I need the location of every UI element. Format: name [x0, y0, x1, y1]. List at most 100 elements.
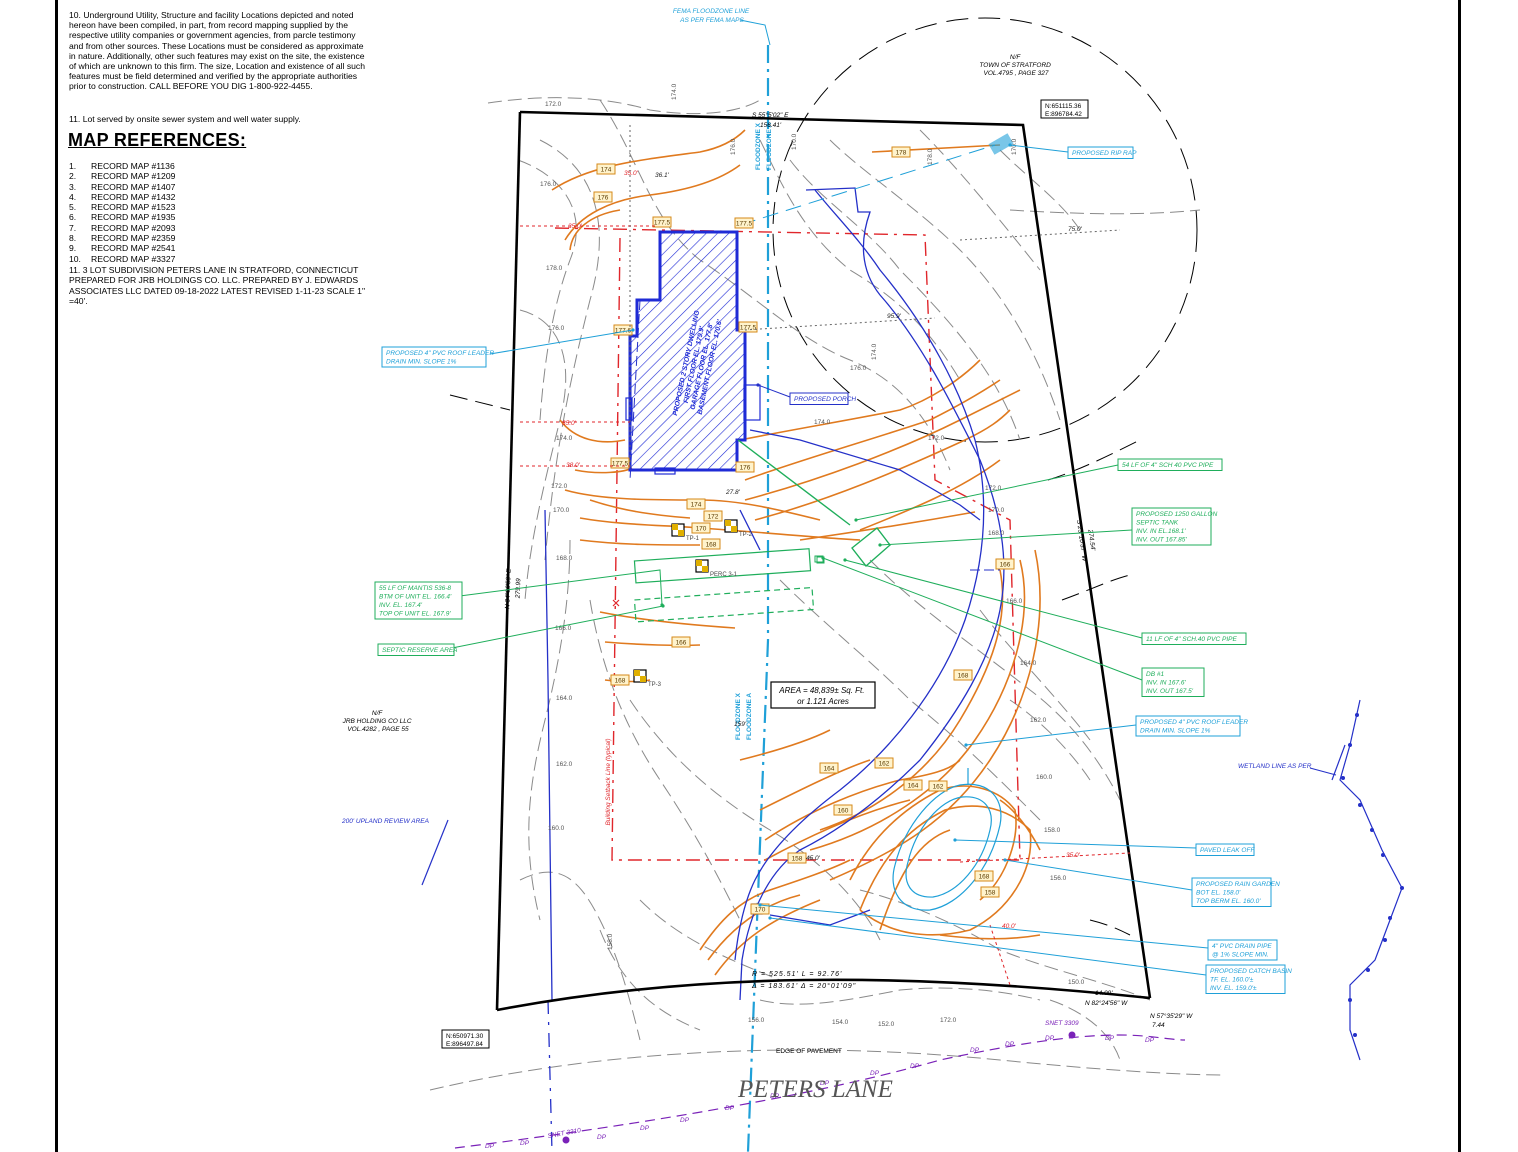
general-note-11: 11. Lot served by onsite sewer system an…	[69, 114, 301, 124]
spot-grade: 178	[891, 146, 911, 158]
setback-lines	[554, 227, 1021, 861]
spot-grade: 168	[953, 669, 973, 681]
svg-text:38.0': 38.0'	[566, 462, 581, 469]
callout-text: 54 LF OF 4" SCH 40 PVC PIPE	[1122, 462, 1214, 469]
spot-grade: 164	[819, 762, 839, 774]
spot-grade: 176	[593, 191, 613, 203]
footing-drain-line	[739, 144, 996, 226]
dimension-lines	[520, 225, 1131, 986]
spot-grade-label: 177.6	[615, 328, 632, 335]
curve-data-1: R = 525.51' L = 92.76'	[752, 971, 842, 978]
contour-label: 164.0	[556, 695, 573, 702]
contour-label: 176.0	[730, 138, 737, 155]
septic-leach-field	[633, 439, 891, 623]
spot-grade-label: 170	[696, 526, 707, 533]
map-reference-item: 6.RECORD MAP #1935	[69, 212, 175, 222]
contour-label: 170.0	[1011, 138, 1018, 155]
spot-grade: 158	[787, 852, 807, 864]
utility-pole-1	[1068, 1031, 1076, 1039]
svg-text:DP: DP	[910, 1063, 920, 1070]
callout-text: INV. OUT 167.85'	[1136, 537, 1187, 544]
svg-text:DP: DP	[770, 1093, 780, 1100]
callout-text: 11 LF OF 4" SCH.40 PVC PIPE	[1146, 636, 1237, 643]
callout-text: INV. IN 167.6'	[1146, 680, 1187, 687]
map-reference-item: 7.RECORD MAP #2093	[69, 223, 175, 233]
contour-label: 172.0	[928, 435, 945, 442]
area-box: AREA = 48,839± Sq. Ft. or 1.121 Acres	[770, 681, 876, 709]
svg-text:DP: DP	[640, 1125, 650, 1132]
svg-text:40.0': 40.0'	[1002, 923, 1017, 930]
contour-label: 168.0	[556, 555, 573, 562]
spot-grade: 158	[980, 886, 1000, 898]
test-pit-label: TP-2	[739, 532, 753, 538]
map-reference-number: 5.	[69, 202, 77, 213]
spot-grade: 170	[691, 522, 711, 534]
contour-label: 160.0	[1036, 774, 1053, 781]
map-reference-item: 4.RECORD MAP #1432	[69, 192, 175, 202]
spot-grade: 160	[833, 804, 853, 816]
svg-text:36.1': 36.1'	[655, 172, 670, 179]
pipe-11lf-callout: 11 LF OF 4" SCH.40 PVC PIPE	[843, 558, 1247, 645]
spot-grade: 177.5	[610, 457, 630, 469]
map-reference-number: 3.	[69, 181, 77, 192]
spot-grade: 166	[671, 636, 691, 648]
callout-text: TOP BERM EL. 160.0'	[1196, 898, 1261, 905]
callout-text: INV. EL. 167.4'	[379, 602, 423, 609]
callout-text: PROPOSED RAIN GARDEN	[1196, 881, 1280, 888]
svg-text:35.0': 35.0'	[624, 170, 639, 177]
map-reference-11: 11. 3 LOT SUBDIVISION PETERS LANE IN STR…	[69, 265, 365, 306]
spot-grade-label: 177.5	[736, 221, 753, 228]
contour-label: 160.0	[548, 825, 565, 832]
upland-review-circle	[772, 17, 1198, 443]
spot-grade: 172	[703, 510, 723, 522]
review-lines	[449, 394, 1141, 936]
roof-leader-callout-east: PROPOSED 4" PVC ROOF LEADER DRAIN MIN. SL…	[964, 715, 1248, 747]
spot-grade: 168	[610, 674, 630, 686]
svg-text:DP: DP	[485, 1143, 495, 1150]
map-reference-text: RECORD MAP #2541	[91, 243, 176, 254]
contour-label: 162.0	[1030, 717, 1047, 724]
floodzone-label-bottom: FLOODZONE X FLOODZONE A	[735, 691, 753, 740]
callout-text: PROPOSED 4" PVC ROOF LEADER	[1140, 719, 1248, 726]
spot-grade: 177.5	[734, 217, 754, 229]
fema-label: FEMA FLOODZONE LINE AS PER FEMA MAPS	[673, 8, 751, 24]
distance-north: 156.41'	[760, 122, 782, 129]
right-frame-line	[1458, 0, 1461, 1152]
map-reference-text: RECORD MAP #1407	[91, 181, 176, 192]
map-reference-text: RECORD MAP #1136	[91, 161, 175, 171]
contour-label: 156.0	[1050, 875, 1067, 882]
contour-label: 172.0	[985, 485, 1002, 492]
spot-grade: 168	[974, 870, 994, 882]
distance-south-2: 7.44	[1152, 1022, 1165, 1029]
spot-grade-label: 158	[985, 890, 996, 897]
neighbor-ne: N/F TOWN OF STRATFORD VOL.4795 , PAGE 32…	[979, 54, 1052, 77]
db-1-box	[816, 556, 825, 564]
callout-text: PROPOSED PORCH	[794, 396, 856, 403]
rip-rap-callout: PROPOSED RIP RAP	[1008, 143, 1137, 159]
spot-grade-label: 177.5	[740, 325, 757, 332]
callout-text: SEPTIC TANK	[1136, 520, 1179, 527]
spot-grade: 162	[928, 780, 948, 792]
test-pit-label: PERC 3-1	[710, 572, 738, 578]
map-reference-number: 9.	[69, 243, 77, 254]
callout-text: @ 1% SLOPE MIN.	[1212, 952, 1269, 959]
map-reference-number: 7.	[69, 222, 77, 233]
snet-3309: SNET 3309	[1045, 1020, 1079, 1027]
contour-label: 170.0	[553, 507, 570, 514]
callout-text: PROPOSED 4" PVC ROOF LEADER	[386, 350, 494, 357]
edge-of-pavement: EDGE OF PAVEMENT	[776, 1048, 842, 1055]
building-setback-label: Building Setback Line (typical)	[605, 738, 612, 825]
upland-review-label: 200' UPLAND REVIEW AREA	[341, 818, 429, 825]
contour-labels: 172.0174.0176.0178.0176.0174.0172.0170.0…	[540, 83, 1085, 1028]
contour-label: 174.0	[556, 435, 573, 442]
spot-grade: 164	[903, 779, 923, 791]
callout-text: DB #1	[1146, 671, 1164, 678]
map-reference-text: RECORD MAP #1209	[91, 171, 176, 182]
callout-text: DRAIN MIN. SLOPE 1%	[1140, 728, 1211, 735]
